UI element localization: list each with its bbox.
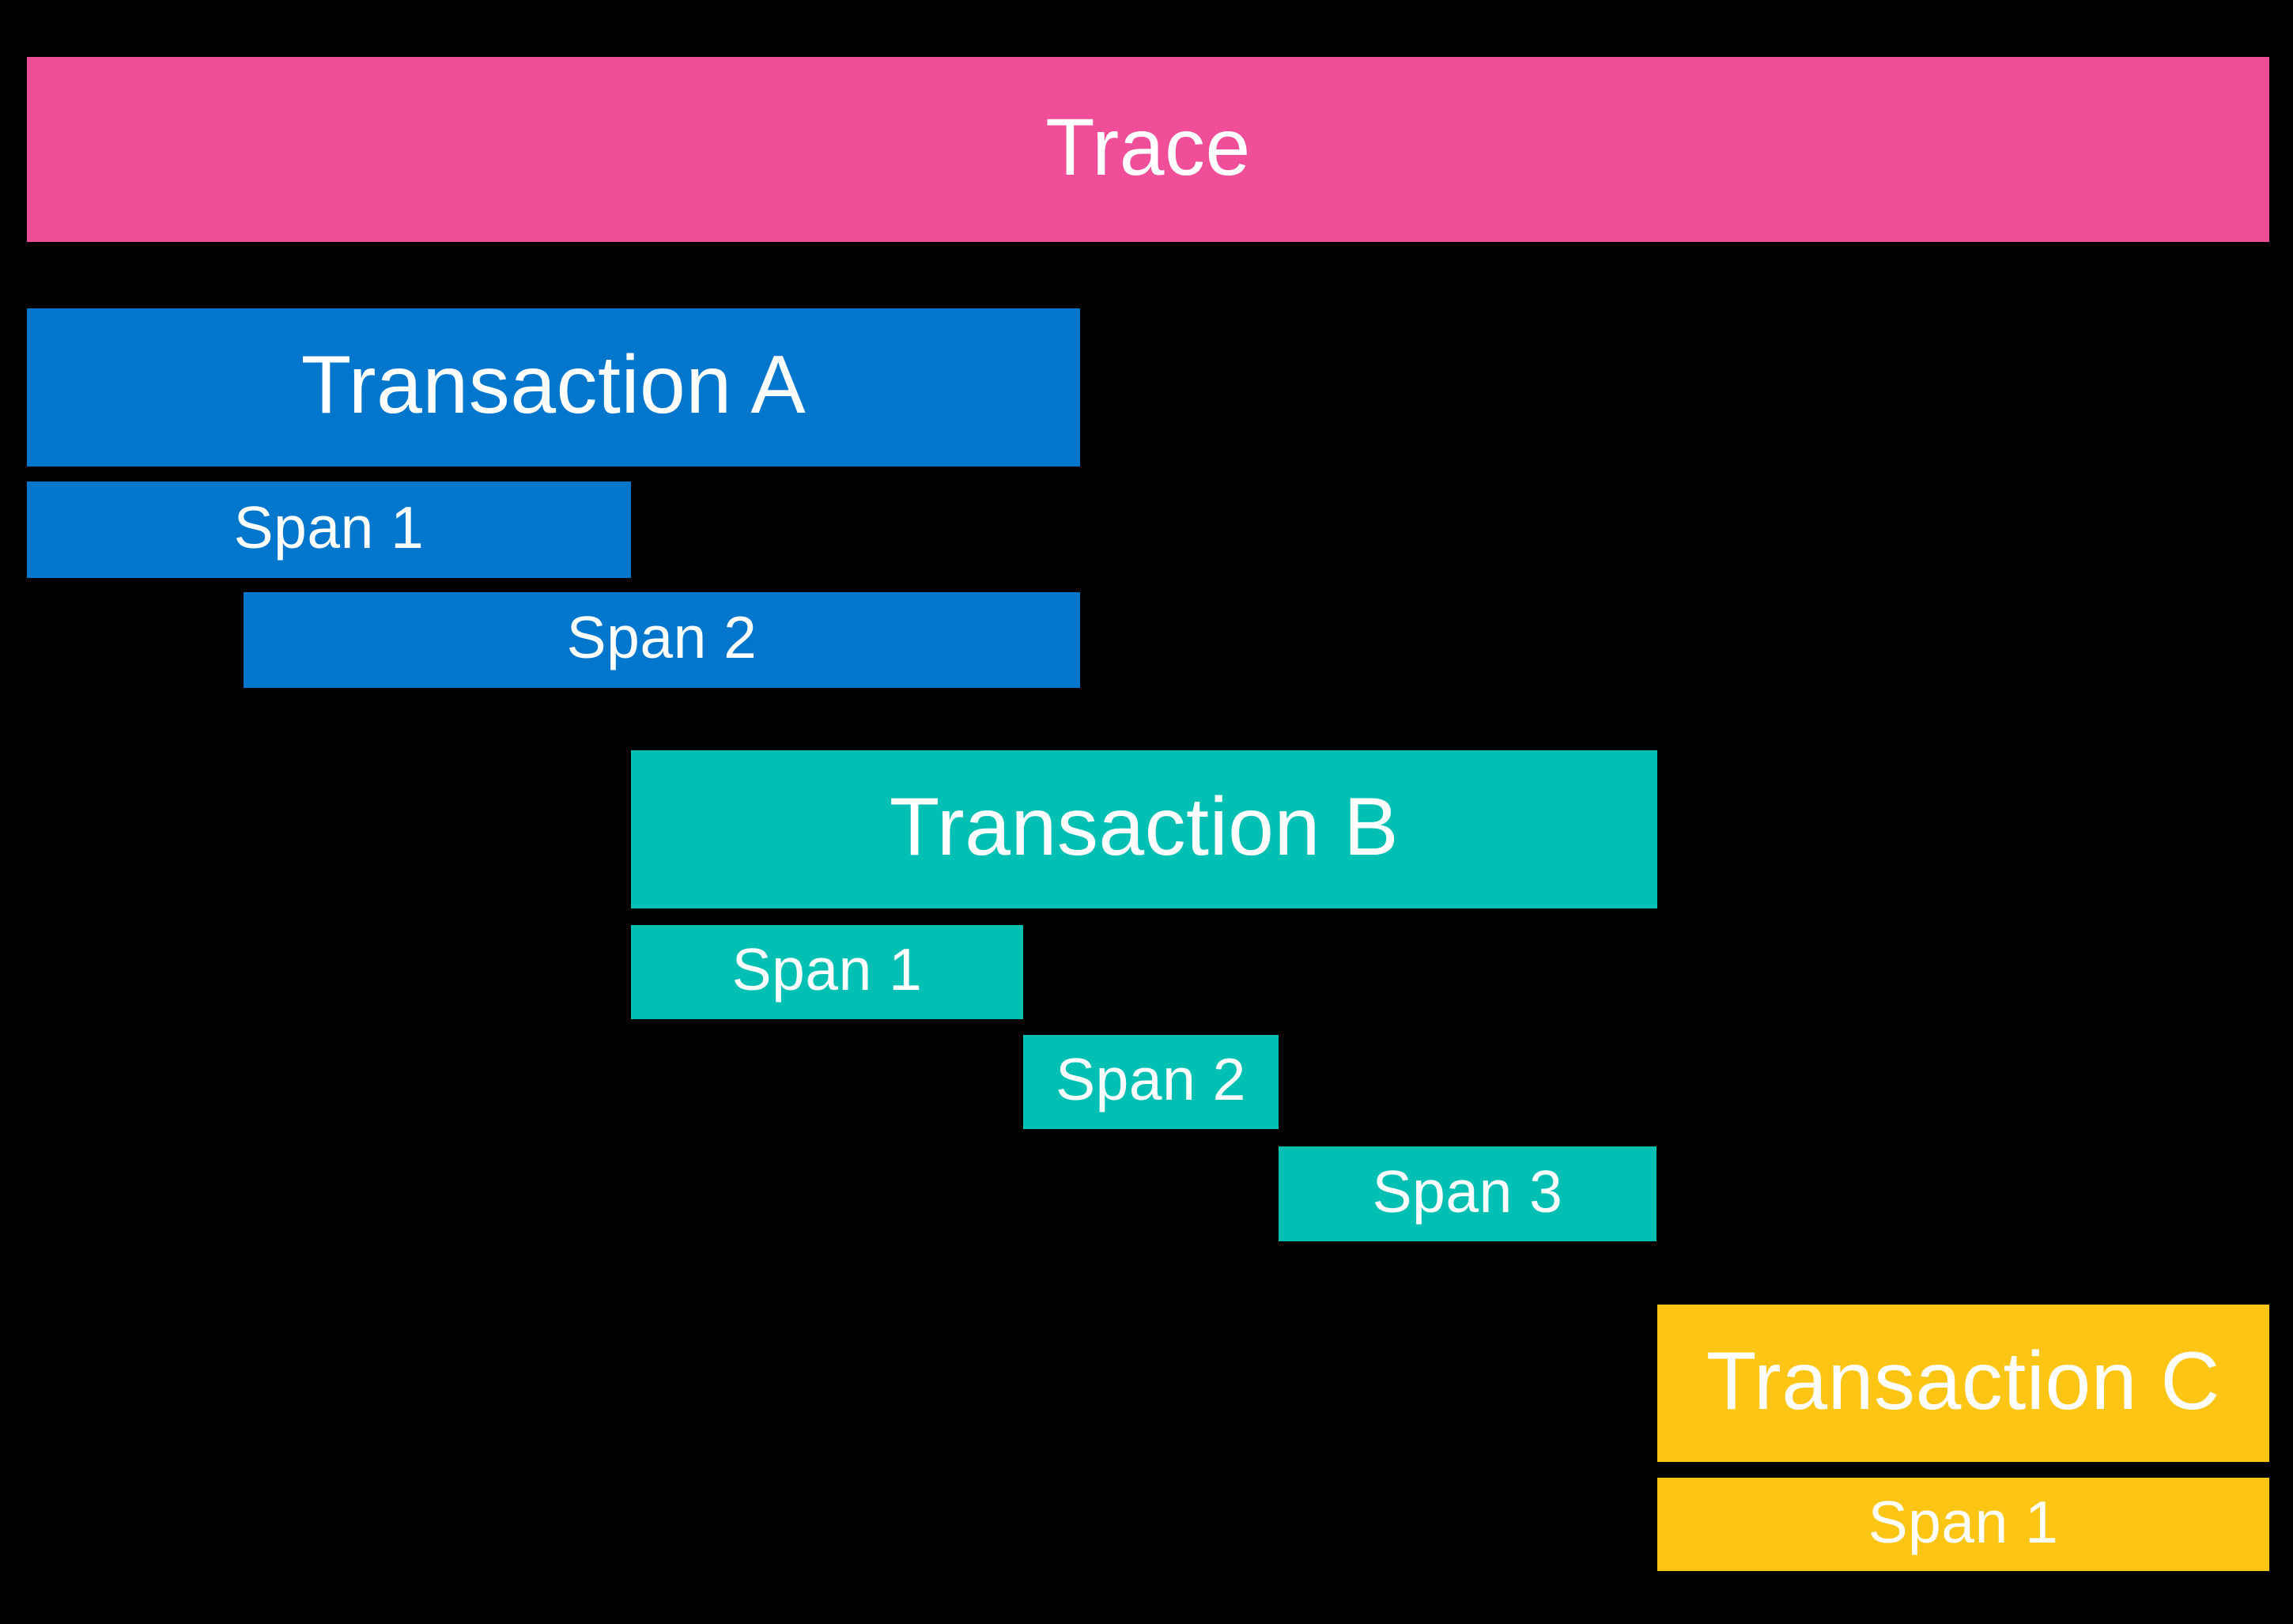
transaction-b-label: Transaction B (889, 781, 1400, 873)
trace-label: Trace (1045, 102, 1251, 192)
transaction-b-bar: Transaction B (631, 750, 1657, 908)
transaction-a-span-1-label: Span 1 (233, 493, 425, 561)
transaction-c-span-1-label: Span 1 (1868, 1488, 2059, 1555)
transaction-c-bar: Transaction C (1657, 1305, 2269, 1462)
trace-bar: Trace (27, 57, 2269, 242)
transaction-b-span-1-label: Span 1 (731, 936, 923, 1003)
transaction-b-span-1-bar: Span 1 (631, 925, 1023, 1019)
transaction-b-span-2-label: Span 2 (1056, 1046, 1246, 1112)
transaction-b-span-3-label: Span 3 (1372, 1158, 1563, 1225)
transaction-a-label: Transaction A (300, 339, 807, 431)
transaction-b-span-2-bar: Span 2 (1023, 1035, 1279, 1129)
transaction-b-span-3-bar: Span 3 (1279, 1146, 1656, 1241)
transaction-c-label: Transaction C (1706, 1335, 2220, 1427)
transaction-a-span-1-bar: Span 1 (27, 482, 631, 578)
transaction-c-span-1-bar: Span 1 (1657, 1478, 2269, 1571)
transaction-a-span-2-label: Span 2 (566, 604, 757, 670)
transaction-a-bar: Transaction A (27, 308, 1080, 466)
transaction-a-span-2-bar: Span 2 (244, 592, 1080, 688)
